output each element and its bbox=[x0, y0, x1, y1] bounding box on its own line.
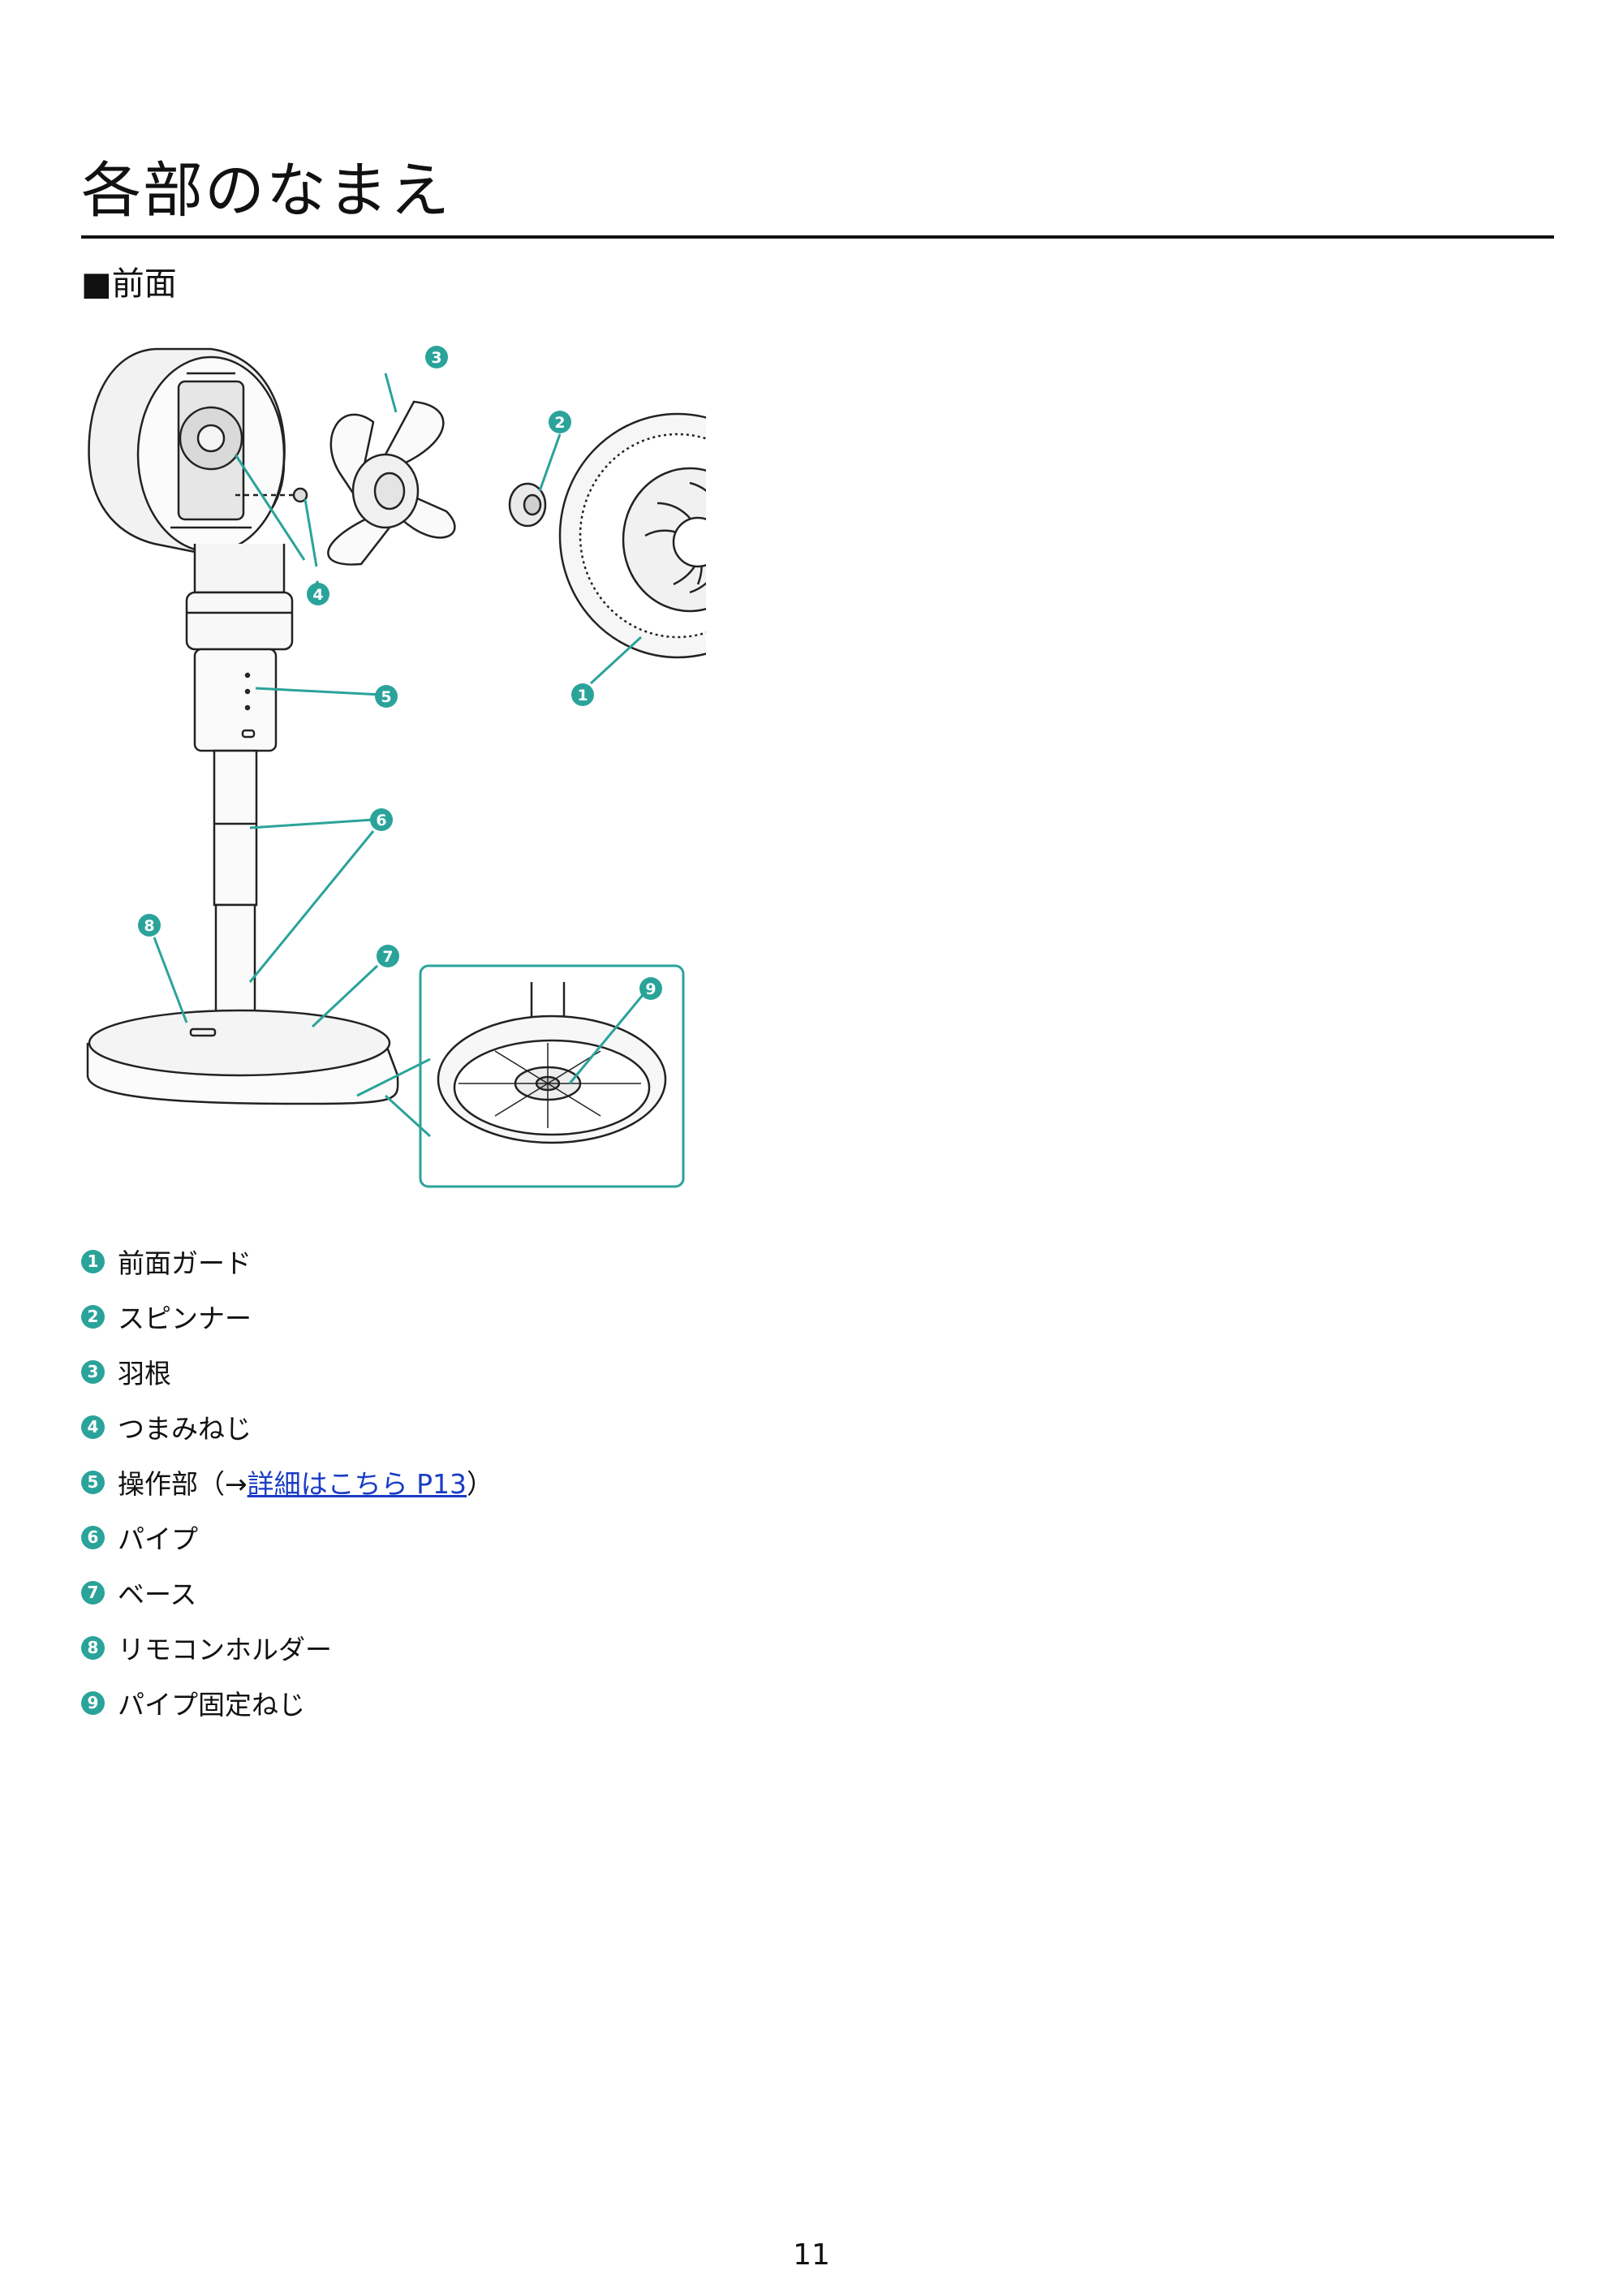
callout-4: 4 bbox=[307, 583, 329, 605]
legend-item: 6 パイプ bbox=[81, 1510, 493, 1565]
legend-item: 5 操作部（→ 詳細はこちら P13 ） bbox=[81, 1454, 493, 1510]
legend-number: 1 bbox=[81, 1249, 105, 1273]
fan-blade bbox=[327, 400, 456, 566]
callout-3: 3 bbox=[425, 346, 448, 368]
neck bbox=[185, 544, 294, 651]
legend-label: 前面ガード bbox=[118, 1247, 252, 1279]
callout-9: 9 bbox=[639, 977, 662, 1000]
legend-item: 3 羽根 bbox=[81, 1344, 493, 1399]
svg-text:2: 2 bbox=[554, 414, 565, 432]
legend-item: 1 前面ガード bbox=[81, 1234, 493, 1289]
legend-number: 2 bbox=[81, 1304, 105, 1329]
pipe-assembly bbox=[193, 648, 278, 1057]
legend-item: 9 パイプ固定ねじ bbox=[81, 1675, 493, 1730]
callout-5: 5 bbox=[375, 685, 398, 708]
legend-label: パイプ bbox=[118, 1523, 198, 1555]
section-heading: ■前面 bbox=[81, 265, 177, 303]
legend-label: つまみねじ bbox=[118, 1413, 252, 1445]
legend-number: 8 bbox=[81, 1635, 105, 1660]
svg-text:3: 3 bbox=[431, 349, 441, 367]
svg-text:1: 1 bbox=[577, 687, 588, 704]
svg-text:7: 7 bbox=[382, 948, 393, 966]
legend-label: リモコンホルダー bbox=[118, 1634, 332, 1665]
base-underside-inset bbox=[356, 964, 685, 1188]
front-guard bbox=[558, 412, 706, 659]
legend-label: 操作部（→ bbox=[118, 1468, 248, 1500]
legend-number: 3 bbox=[81, 1359, 105, 1384]
legend-label: ベース bbox=[118, 1579, 197, 1610]
legend-item: 7 ベース bbox=[81, 1565, 493, 1620]
svg-text:5: 5 bbox=[381, 688, 391, 706]
callout-7: 7 bbox=[377, 945, 399, 967]
parts-legend: 1 前面ガード 2 スピンナー 3 羽根 4 つまみねじ 5 操作部（→ 詳細は… bbox=[81, 1234, 493, 1730]
svg-text:9: 9 bbox=[645, 980, 656, 998]
legend-number: 7 bbox=[81, 1580, 105, 1605]
legend-item: 4 つまみねじ bbox=[81, 1399, 493, 1454]
callout-8: 8 bbox=[138, 914, 161, 937]
callout-2: 2 bbox=[549, 411, 571, 433]
legend-number: 4 bbox=[81, 1415, 105, 1439]
legend-label: パイプ固定ねじ bbox=[118, 1689, 305, 1721]
motor-housing bbox=[88, 347, 308, 554]
details-p13-link[interactable]: 詳細はこちら P13 bbox=[247, 1468, 467, 1500]
spinner bbox=[508, 482, 547, 528]
callout-1: 1 bbox=[571, 683, 594, 706]
legend-label-suffix: ） bbox=[467, 1468, 494, 1500]
legend-item: 8 リモコンホルダー bbox=[81, 1620, 493, 1675]
fan-base bbox=[86, 1009, 399, 1105]
legend-item: 2 スピンナー bbox=[81, 1289, 493, 1344]
legend-number: 6 bbox=[81, 1525, 105, 1549]
legend-label: 羽根 bbox=[118, 1358, 171, 1389]
legend-number: 9 bbox=[81, 1691, 105, 1715]
legend-label: スピンナー bbox=[118, 1303, 252, 1334]
svg-text:6: 6 bbox=[376, 812, 386, 829]
leader-lines bbox=[153, 373, 644, 1084]
legend-number: 5 bbox=[81, 1470, 105, 1494]
callout-6: 6 bbox=[370, 808, 393, 831]
title-rule bbox=[81, 235, 1554, 239]
page-title: 各部のなまえ bbox=[81, 156, 451, 226]
page-number: 11 bbox=[793, 2238, 830, 2272]
fan-parts-diagram: 1 2 3 4 5 6 7 8 9 bbox=[86, 346, 706, 1188]
svg-text:4: 4 bbox=[312, 586, 323, 604]
svg-text:8: 8 bbox=[144, 917, 154, 935]
